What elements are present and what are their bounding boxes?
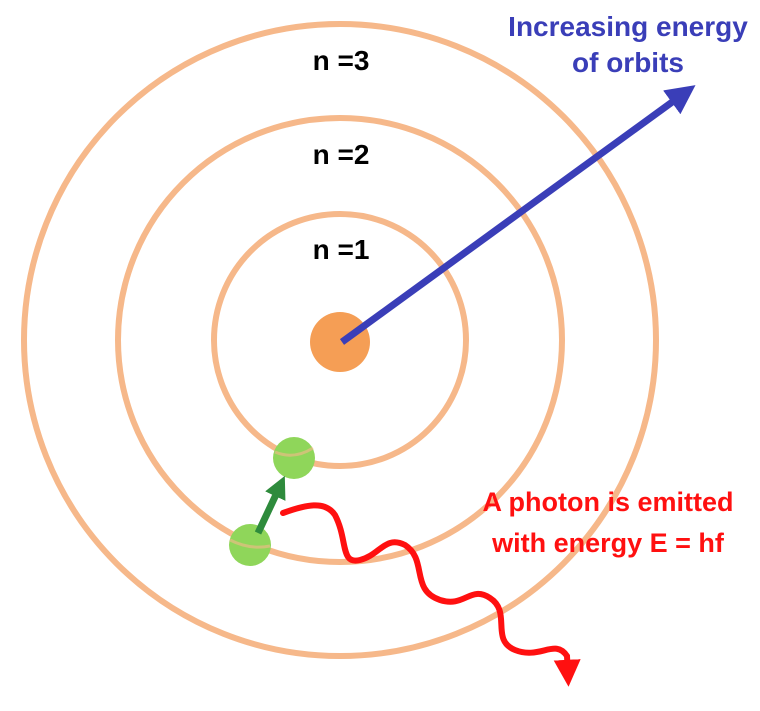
photon-label-line2: with energy E = hf	[491, 528, 725, 558]
orbit-n2	[115, 115, 565, 565]
photon-label-line1: A photon is emitted	[483, 487, 734, 517]
orbit-label-n3: n =3	[313, 45, 370, 76]
photon-wave	[280, 502, 581, 687]
electron-lower-orbit-overlay	[229, 538, 271, 549]
transition-arrow	[254, 475, 286, 535]
energy-arrow	[339, 85, 696, 345]
electron-upper-orbit-overlay	[274, 446, 314, 457]
orbit-n1	[211, 211, 469, 469]
orbit-label-n2: n =2	[313, 139, 370, 170]
orbit-label-n1: n =1	[313, 234, 370, 265]
energy-label-line2: of orbits	[572, 47, 684, 78]
nucleus	[310, 312, 370, 372]
orbit-n3	[21, 21, 659, 659]
energy-label-line1: Increasing energy	[508, 11, 748, 42]
electron-upper	[273, 437, 315, 479]
